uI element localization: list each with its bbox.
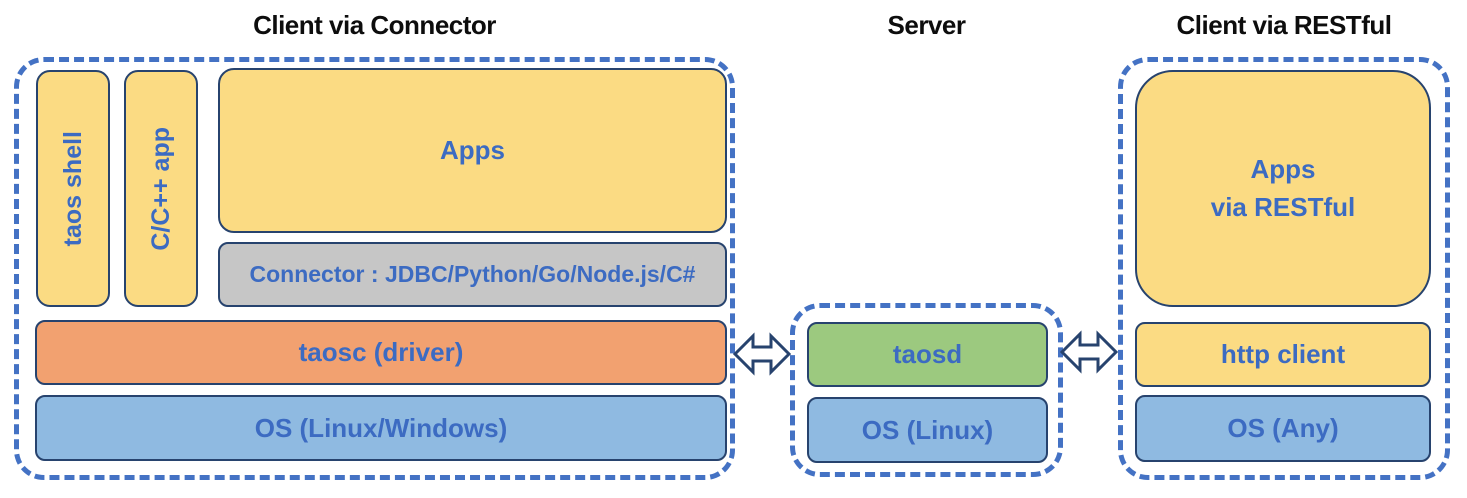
right-bidirectional-arrow-icon [1060,330,1118,374]
restful-client-group-outline [1118,57,1450,480]
os-linux-label: OS (Linux) [861,414,994,445]
apps-via-restful-box: Apps via RESTful [1135,70,1431,307]
section-title-client-via-restful: Client via RESTful [1176,10,1392,40]
cpp-app-label: C/C++ app [146,126,175,251]
apps-box: Apps [218,68,727,233]
taos-shell-box: taos shell [36,70,110,307]
taosd-box: taosd [807,322,1048,387]
cpp-app-box: C/C++ app [124,70,198,307]
os-any-box: OS (Any) [1135,395,1431,462]
taos-shell-label: taos shell [58,130,87,247]
taosc-driver-label: taosc (driver) [298,337,464,367]
os-linux-windows-label: OS (Linux/Windows) [254,412,508,443]
section-title-server: Server [887,10,966,40]
os-linux-box: OS (Linux) [807,397,1048,463]
taosd-label: taosd [892,339,963,369]
left-bidirectional-arrow-icon [733,332,791,376]
os-any-label: OS (Any) [1227,413,1339,443]
apps-label: Apps [440,135,505,165]
connector-box: Connector : JDBC/Python/Go/Node.js/C# [218,242,727,307]
server-group-outline [790,303,1063,477]
section-title-client-via-connector: Client via Connector [253,10,496,40]
os-linux-windows-box: OS (Linux/Windows) [35,395,727,461]
connector-client-group-outline [14,57,735,480]
http-client-label: http client [1220,339,1346,369]
apps-via-restful-label: Apps via RESTful [1210,153,1356,222]
taosc-driver-box: taosc (driver) [35,320,727,385]
connector-label: Connector : JDBC/Python/Go/Node.js/C# [249,261,696,287]
http-client-box: http client [1135,322,1431,387]
